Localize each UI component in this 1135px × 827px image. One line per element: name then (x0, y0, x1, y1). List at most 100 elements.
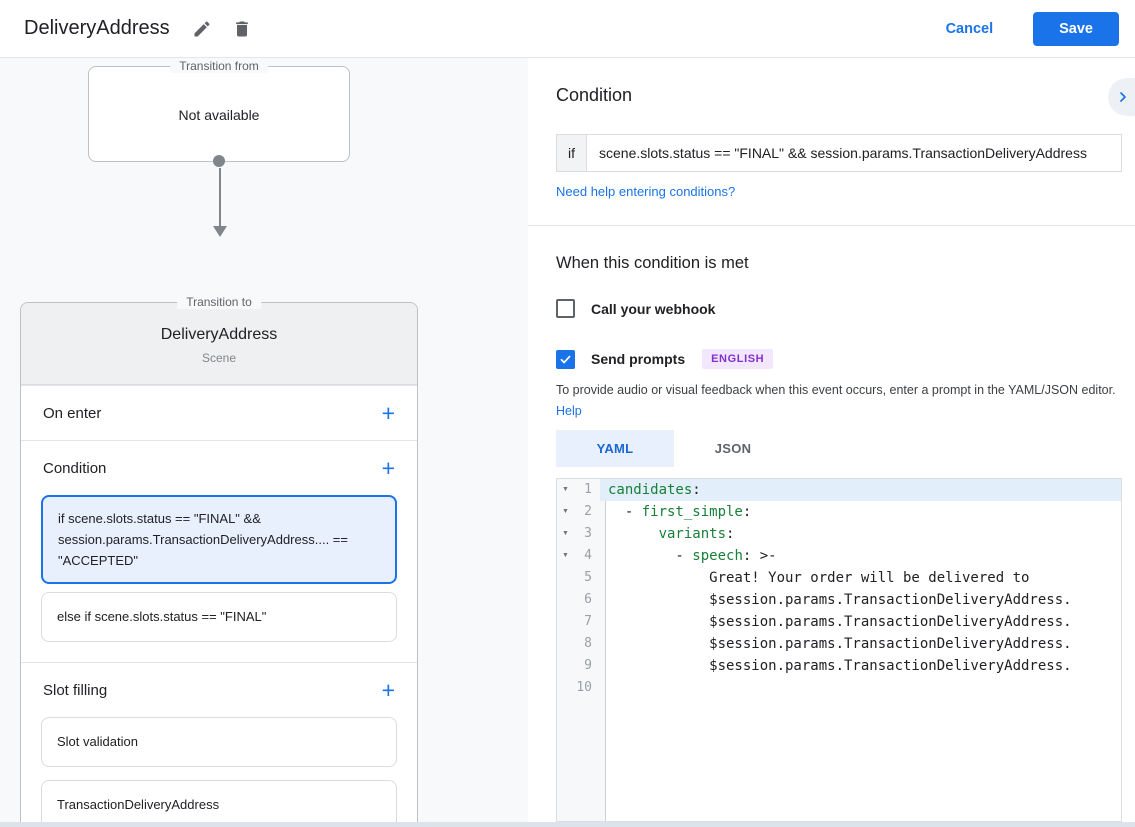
scene-name: DeliveryAddress (160, 326, 278, 343)
collapse-panel-button[interactable] (1108, 78, 1135, 116)
line-number: 7 (584, 614, 592, 629)
add-condition-button[interactable]: + (381, 455, 395, 481)
line-number: 8 (584, 636, 592, 651)
transition-from-box: Transition from Not available (88, 59, 350, 167)
top-bar: DeliveryAddress Cancel Save (0, 0, 1135, 58)
line-number: 1 (584, 482, 592, 497)
section-condition: Condition + if scene.slots.status == "FI… (21, 440, 417, 662)
chevron-right-icon (1115, 89, 1131, 105)
transition-from-value: Not available (178, 107, 260, 123)
code-text[interactable]: - first_simple: (608, 504, 752, 520)
tab-json[interactable]: JSON (714, 441, 752, 456)
editor-line[interactable]: ▼ 3 variants: (557, 523, 1121, 545)
code-text[interactable]: candidates: (600, 479, 1121, 501)
checkmark-icon (559, 353, 572, 366)
fold-spacer (557, 567, 574, 589)
arrow-head-icon (213, 226, 227, 237)
yaml-editor-lines: ▼ 1 candidates: ▼ 2 - first_simple: ▼ 3 varian… (557, 479, 1121, 699)
code-text[interactable]: $session.params.TransactionDeliveryAddre… (608, 614, 1072, 630)
transition-to-label: Transition to (177, 295, 261, 309)
fold-spacer (557, 633, 574, 655)
line-number: 3 (584, 526, 592, 541)
slot-card[interactable]: TransactionDeliveryAddress (41, 780, 397, 827)
main-body: Transition from Not available Transition… (0, 58, 1135, 827)
condition-card[interactable]: else if scene.slots.status == "FINAL" (41, 592, 397, 642)
add-slot-button[interactable]: + (381, 677, 395, 703)
condition-card-selected[interactable]: if scene.slots.status == "FINAL" && sess… (41, 495, 397, 584)
scene-graph-panel: Transition from Not available Transition… (0, 58, 528, 827)
fold-spacer (557, 589, 574, 611)
code-text[interactable]: $session.params.TransactionDeliveryAddre… (608, 592, 1072, 608)
line-number: 9 (584, 658, 592, 673)
tab-yaml[interactable]: YAML (556, 430, 674, 467)
editor-line[interactable]: 5 Great! Your order will be delivered to (557, 567, 1121, 589)
send-prompts-label: Send prompts (591, 351, 686, 367)
line-number: 6 (584, 592, 592, 607)
fold-toggle-icon[interactable]: ▼ (562, 486, 569, 493)
editor-line[interactable]: ▼ 4 - speech: >- (557, 545, 1121, 567)
scene-card[interactable]: DeliveryAddress Scene (21, 303, 417, 385)
code-text[interactable]: - speech: >- (608, 548, 777, 564)
condition-label: Condition (43, 459, 107, 477)
transition-from-label: Transition from (170, 59, 268, 73)
section-slot-filling: Slot filling + Slot validation Transacti… (21, 662, 417, 827)
condition-detail-panel: Condition if Need help entering conditio… (528, 58, 1135, 827)
editor-line[interactable]: 9 $session.params.TransactionDeliveryAdd… (557, 655, 1121, 677)
scene-type: Scene (201, 351, 237, 365)
prompt-description: To provide audio or visual feedback when… (556, 380, 1134, 422)
editor-format-tabs: YAML JSON (556, 430, 792, 467)
bottom-edge-strip (0, 822, 1135, 827)
code-text[interactable]: variants: (658, 526, 735, 542)
if-prefix: if (556, 134, 586, 172)
fold-spacer (557, 677, 574, 699)
editor-line[interactable]: 10 (557, 677, 1121, 699)
call-webhook-row[interactable]: Call your webhook (556, 299, 715, 318)
yaml-editor[interactable]: ▼ 1 candidates: ▼ 2 - first_simple: ▼ 3 varian… (556, 478, 1122, 822)
code-text[interactable]: Great! Your order will be delivered to (608, 570, 1030, 586)
line-number: 2 (584, 504, 592, 519)
fold-toggle-icon[interactable]: ▼ (562, 530, 569, 537)
transition-arrow (213, 168, 227, 237)
condition-heading: Condition (556, 85, 633, 105)
condition-help-link[interactable]: Need help entering conditions? (556, 184, 736, 199)
editor-line[interactable]: ▼ 1 candidates: (557, 479, 1121, 501)
prompt-description-text: To provide audio or visual feedback when… (556, 383, 1116, 397)
page-title: DeliveryAddress (24, 17, 170, 39)
when-met-heading: When this condition is met (556, 254, 749, 272)
editor-line[interactable]: 6 $session.params.TransactionDeliveryAdd… (557, 589, 1121, 611)
condition-expression-row: if (556, 134, 1122, 172)
fold-spacer (557, 655, 574, 677)
transition-to-box: Transition to DeliveryAddress Scene On e… (20, 295, 418, 827)
cancel-button[interactable]: Cancel (930, 13, 1010, 45)
send-prompts-row[interactable]: Send prompts ENGLISH (556, 349, 774, 369)
editor-line[interactable]: ▼ 2 - first_simple: (557, 501, 1121, 523)
editor-line[interactable]: 8 $session.params.TransactionDeliveryAdd… (557, 633, 1121, 655)
editor-line[interactable]: 7 $session.params.TransactionDeliveryAdd… (557, 611, 1121, 633)
add-on-enter-button[interactable]: + (381, 400, 395, 426)
code-text[interactable] (600, 677, 1121, 699)
fold-spacer (557, 611, 574, 633)
slot-validation-card[interactable]: Slot validation (41, 717, 397, 767)
code-text[interactable]: $session.params.TransactionDeliveryAddre… (608, 636, 1072, 652)
webhook-label: Call your webhook (591, 300, 716, 317)
line-number: 4 (584, 548, 592, 563)
delete-scene-button[interactable] (228, 15, 256, 43)
edit-title-button[interactable] (188, 15, 216, 43)
pencil-icon (192, 19, 212, 39)
code-text[interactable]: $session.params.TransactionDeliveryAddre… (608, 658, 1072, 674)
fold-toggle-icon[interactable]: ▼ (562, 552, 569, 559)
send-prompts-checkbox[interactable] (556, 349, 575, 369)
on-enter-label: On enter (43, 404, 102, 422)
section-on-enter: On enter + (21, 385, 417, 440)
language-badge: ENGLISH (702, 349, 774, 369)
trash-icon (232, 19, 252, 39)
help-link[interactable]: Help (556, 404, 582, 418)
fold-toggle-icon[interactable]: ▼ (562, 508, 569, 515)
condition-expression-input[interactable] (586, 134, 1122, 172)
webhook-checkbox[interactable] (556, 299, 575, 318)
line-number: 5 (584, 570, 592, 585)
line-number: 10 (576, 680, 592, 695)
section-divider (528, 225, 1135, 226)
connector-dot (213, 155, 225, 167)
save-button[interactable]: Save (1033, 11, 1119, 46)
